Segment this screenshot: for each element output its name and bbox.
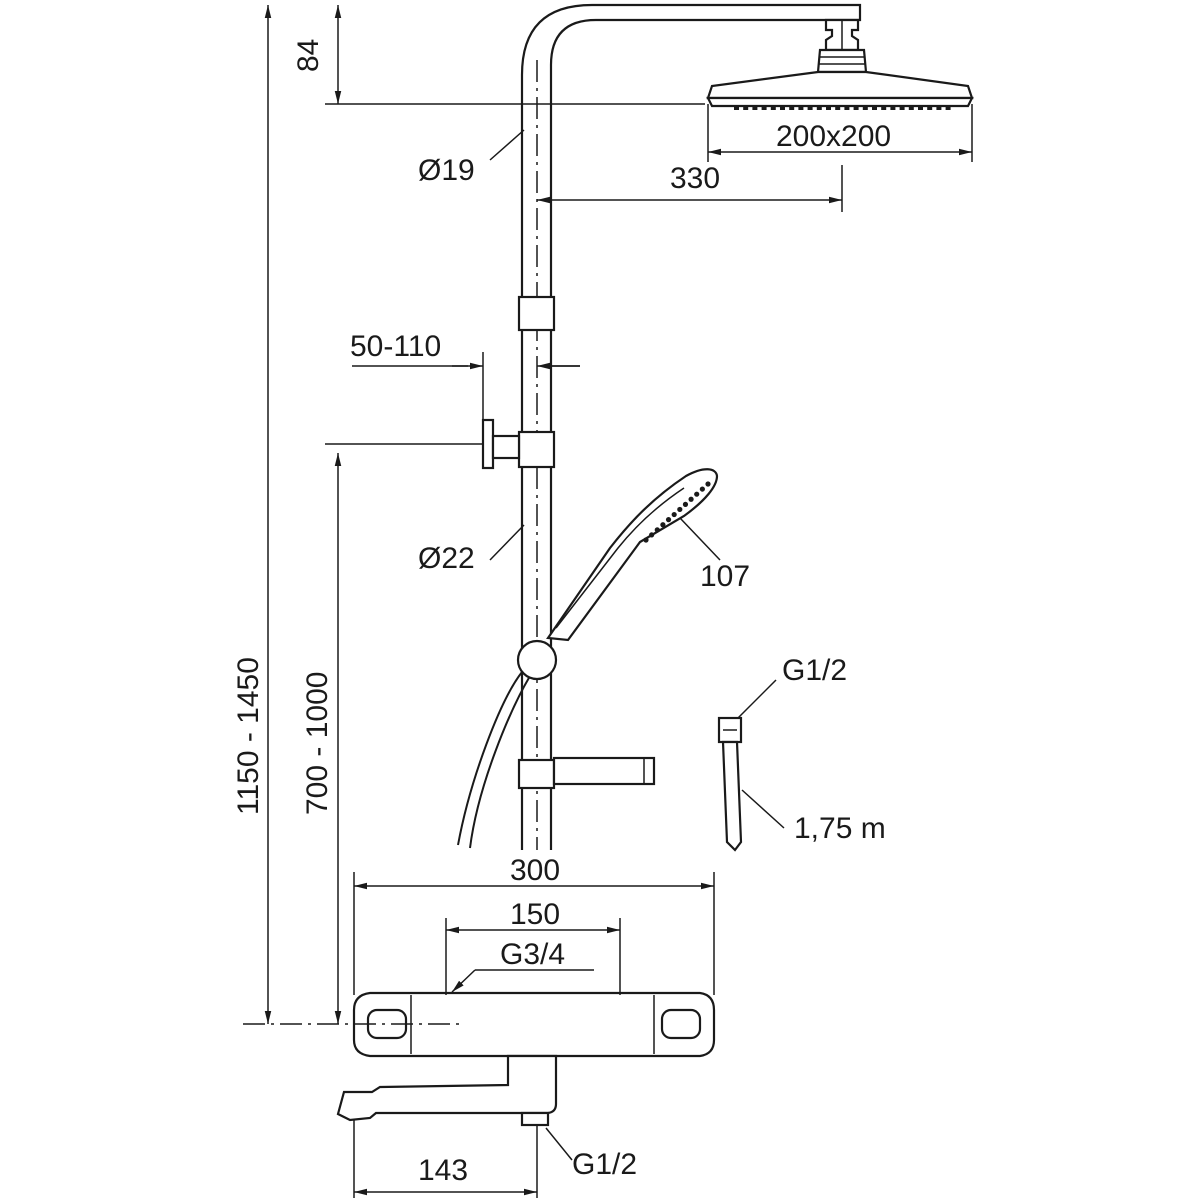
label-arm-reach: 330 (670, 162, 720, 195)
label-hose-connection: G1/2 (782, 654, 847, 687)
hand-shower (457, 468, 719, 849)
hand-nozzle (643, 537, 649, 543)
head-shower-joint (816, 48, 868, 74)
label-total-height: 1150 - 1450 (232, 657, 265, 815)
label-mixer-width: 300 (510, 854, 560, 887)
hand-nozzle (705, 481, 711, 487)
hand-nozzle (649, 532, 655, 538)
label-outlet-thread: G1/2 (572, 1148, 637, 1181)
nozzle (798, 106, 804, 110)
hand-shower-nozzles (643, 481, 711, 543)
soap-dish-tray (552, 756, 656, 786)
hand-nozzle (682, 501, 689, 507)
hose-inner (469, 675, 531, 849)
nozzle (770, 106, 776, 110)
label-inlet-thread: G3/4 (500, 938, 565, 971)
nozzle (881, 106, 887, 110)
nozzle (780, 106, 785, 110)
label-hand-shower-size: 107 (700, 560, 750, 593)
shower-riser (517, 3, 862, 850)
nozzle (853, 106, 859, 110)
inlet-thread-leader (451, 969, 476, 993)
nozzle (908, 106, 914, 110)
label-bracket-range: 50-110 (350, 330, 441, 363)
head-shower (706, 18, 974, 110)
wall-bracket-plate (481, 418, 495, 470)
nozzle (899, 106, 905, 110)
nozzle (918, 106, 923, 110)
hand-nozzle (654, 527, 660, 533)
mixer-body (352, 991, 716, 1058)
label-head-size: 200x200 (776, 120, 891, 153)
hose-icon (717, 716, 743, 852)
hand-nozzle (688, 496, 694, 502)
nozzle (734, 106, 739, 110)
mixer-right-handle-window (660, 1008, 702, 1040)
label-top-offset: 84 (292, 39, 325, 72)
mixer-outlet-nut (520, 1111, 550, 1127)
rod-coupling-upper (517, 295, 556, 332)
hand-nozzle (665, 517, 672, 523)
wall-bracket (325, 418, 521, 470)
mixer-spout (336, 1054, 558, 1122)
nozzle (807, 106, 813, 110)
nozzle (927, 106, 933, 110)
nozzle (743, 106, 749, 110)
head-shower-nozzles (734, 106, 951, 110)
soap-dish-clamp (517, 758, 556, 790)
nozzle (835, 106, 841, 110)
nozzle (872, 106, 877, 110)
label-rod-upper-diameter: Ø19 (418, 154, 475, 187)
nozzle (826, 106, 831, 110)
label-inlet-spacing: 150 (510, 898, 560, 931)
head-shower-housing (706, 70, 974, 100)
head-shower-faceplate (706, 96, 974, 108)
label-mixer-height: 700 - 1000 (301, 672, 334, 815)
nozzle (752, 106, 758, 110)
hand-nozzle (671, 511, 677, 518)
nozzle (761, 106, 767, 110)
rod-coupling-bracket (517, 430, 556, 469)
nozzle (816, 106, 822, 110)
thermostatic-mixer (243, 991, 716, 1127)
label-hose-length: 1,75 m (794, 812, 886, 845)
hose-outer (457, 671, 523, 846)
nozzle (936, 106, 942, 110)
nozzle (862, 106, 868, 110)
hand-shower-handle (546, 468, 719, 642)
riser-rod-outline (520, 3, 862, 850)
label-rod-lower-diameter: Ø22 (418, 542, 475, 575)
nozzle (890, 106, 896, 110)
hand-nozzle (694, 491, 700, 497)
dimensions (264, 5, 973, 1198)
hand-nozzle (699, 486, 705, 492)
wall-bracket-arm (491, 434, 521, 460)
nozzle (945, 106, 951, 110)
hose-icon-tube (721, 740, 743, 852)
nozzle (844, 106, 850, 110)
label-spout-reach: 143 (418, 1154, 468, 1187)
hand-nozzle (660, 522, 666, 528)
nozzle (789, 106, 795, 110)
dimension-labels: 84 Ø19 200x200 330 50-110 Ø22 107 G1/2 1… (232, 39, 891, 1187)
soap-dish (517, 756, 656, 790)
hand-nozzle (677, 506, 683, 513)
hand-shower-holder (516, 639, 558, 681)
